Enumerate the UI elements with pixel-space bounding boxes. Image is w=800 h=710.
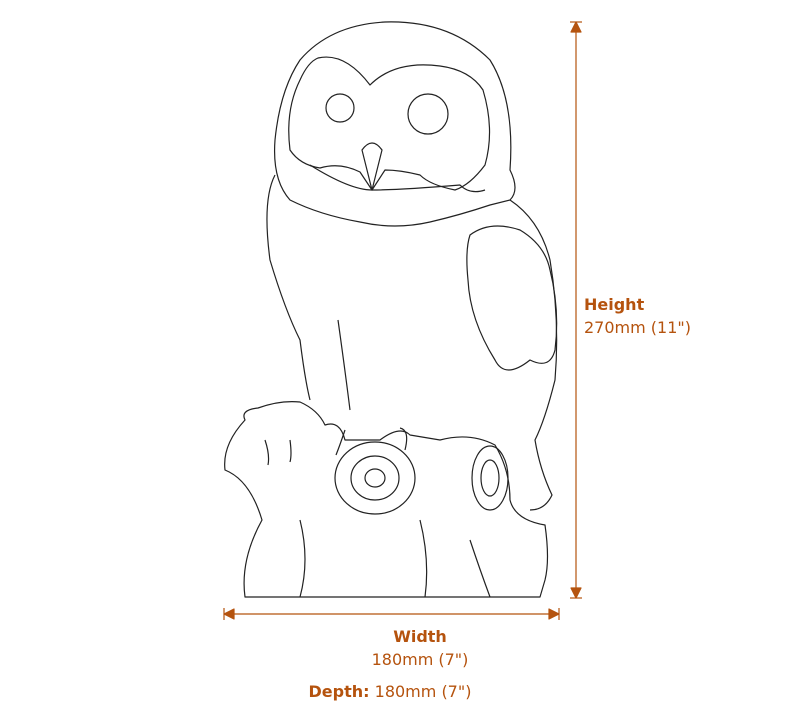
- height-arrow-top: [570, 21, 582, 33]
- owl-beak: [361, 142, 383, 191]
- owl-left-eye: [325, 93, 355, 123]
- owl-right-eye: [407, 93, 449, 135]
- stump-log-end: [334, 441, 416, 515]
- owl-face-disc: [288, 56, 491, 191]
- width-arrow-left: [223, 608, 235, 620]
- owl-body: [266, 174, 558, 511]
- owl-head: [273, 21, 516, 227]
- width-arrow-right: [548, 608, 560, 620]
- height-label-block: Height 270mm (11"): [584, 293, 691, 339]
- width-label-block: Width 180mm (7"): [300, 625, 540, 671]
- height-label: Height: [584, 295, 645, 314]
- stump: [224, 401, 549, 598]
- depth-label-block: Depth: 180mm (7"): [250, 682, 530, 701]
- depth-value: 180mm (7"): [374, 682, 472, 701]
- width-label: Width: [393, 627, 447, 646]
- depth-label: Depth:: [308, 682, 370, 701]
- height-value: 270mm (11"): [584, 318, 691, 337]
- stump-branch-end: [471, 445, 509, 511]
- height-arrow-bottom: [570, 587, 582, 599]
- width-value: 180mm (7"): [371, 650, 469, 669]
- owl-wing: [466, 225, 558, 371]
